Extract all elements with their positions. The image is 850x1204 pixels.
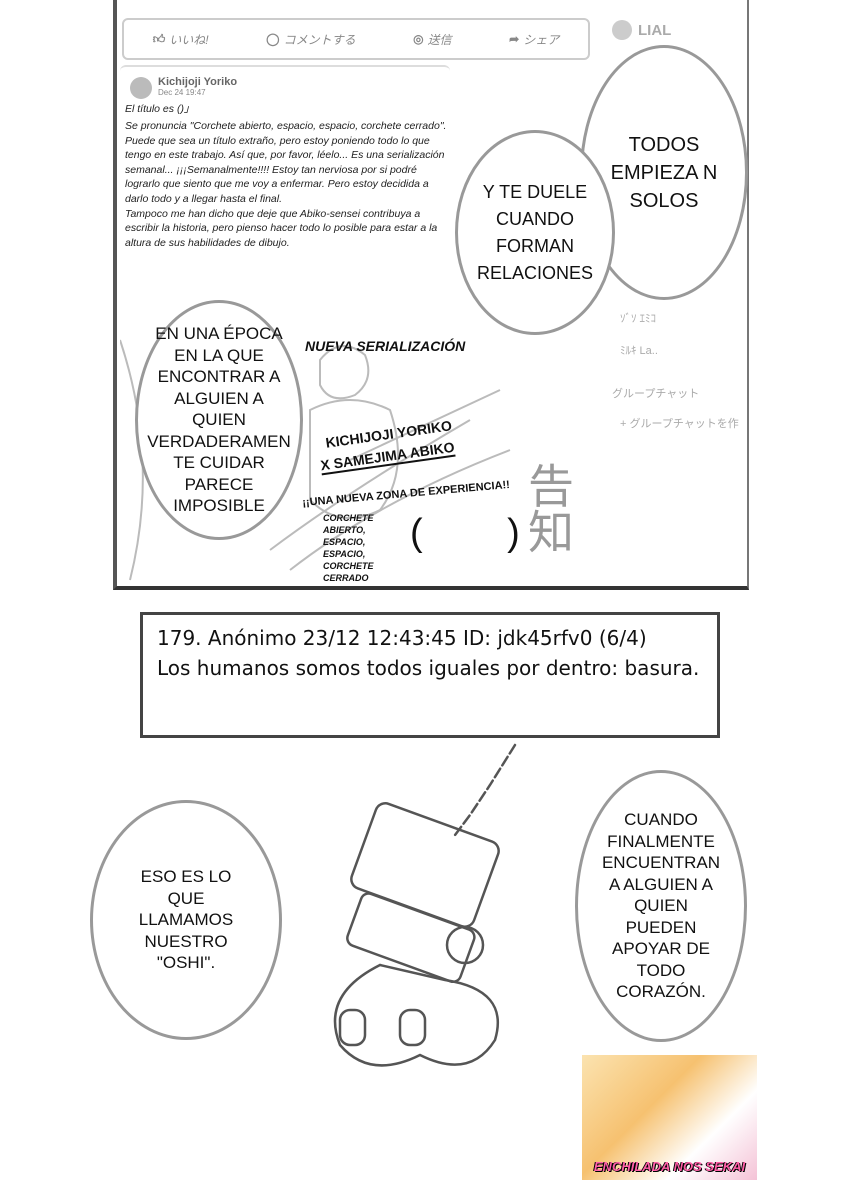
forum-post-caption: 179. Anónimo 23/12 12:43:45 ID: jdk45rfv…	[140, 612, 720, 738]
avatar	[130, 77, 152, 99]
sidebar-header: LIAL	[638, 21, 672, 39]
send-button[interactable]: ◎送信	[413, 31, 452, 48]
thumbs-up-icon: 👍︎	[152, 31, 166, 46]
like-button[interactable]: 👍︎いいね!	[153, 31, 209, 48]
like-label: いいね!	[169, 32, 209, 47]
share-button[interactable]: ➦シェア	[509, 31, 559, 48]
caption-text: Los humanos somos todos iguales por dent…	[157, 656, 700, 680]
bubble-text: EN UNA ÉPOCA EN LA QUE ENCONTRAR A ALGUI…	[147, 324, 291, 516]
bubble-text: Y TE DUELE CUANDO FORMAN RELACIONES	[476, 181, 594, 283]
share-label: シェア	[523, 32, 560, 47]
caption-header: 179. Anónimo 23/12 12:43:45 ID: jdk45rfv…	[157, 626, 647, 650]
bubble-text: CUANDO FINALMENTE ENCUENTRAN A ALGUIEN A…	[601, 810, 721, 1002]
comment-label: コメントする	[283, 32, 356, 47]
screen-panel	[113, 0, 749, 590]
logo-text: ENCHILADA NOS SEKAI	[593, 1159, 746, 1174]
speech-bubble-duele: Y TE DUELE CUANDO FORMAN RELACIONES	[455, 130, 615, 335]
post-action-bar: 👍︎いいね! ◯コメントする ◎送信 ➦シェア	[122, 18, 590, 60]
speech-bubble-oshi: ESO ES LO QUE LLAMAMOS NUESTRO "OSHI".	[90, 800, 282, 1040]
scanlation-logo: ENCHILADA NOS SEKAI	[582, 1055, 757, 1180]
sidebar-avatar	[612, 20, 632, 40]
bubble-text: TODOS EMPIEZA N SOLOS	[610, 133, 718, 212]
speech-bubble-cuando: CUANDO FINALMENTE ENCUENTRAN A ALGUIEN A…	[575, 770, 747, 1042]
send-label: 送信	[427, 32, 452, 47]
post-body: Se pronuncia "Corchete abierto, espacio,…	[125, 120, 447, 249]
post-date: Dec 24 19:47	[158, 88, 206, 97]
send-icon: ◎	[413, 32, 424, 46]
comment-icon: ◯	[266, 32, 280, 46]
contact-item[interactable]: ﾐﾙｷ La..	[620, 345, 658, 357]
group-chat-label: グループチャット	[612, 388, 700, 400]
post-card: Kichijoji Yoriko Dec 24 19:47 El título …	[120, 65, 450, 287]
chain	[453, 743, 517, 837]
poster-sketch: 告知	[120, 339, 575, 581]
contact-item[interactable]: ｿﾞｿ ｴﾐｺ	[620, 313, 657, 325]
serialization-poster: 告知 NUEVA SERIALIZACIÓN KICHIJOJI YORIKO …	[120, 300, 580, 588]
share-icon: ➦	[509, 32, 520, 46]
post-author[interactable]: Kichijoji Yoriko	[158, 76, 238, 88]
kanji-mark: 告知	[521, 462, 575, 554]
poster-title-symbol: ( )	[410, 512, 520, 554]
comment-button[interactable]: ◯コメントする	[266, 31, 355, 48]
sidebar: LIAL ｿﾞｿ ｴﾐｺ ﾐﾙｷ La.. グループチャット + グループチャッ…	[612, 20, 747, 430]
poster-title-note: CORCHETE ABIERTO, ESPACIO, ESPACIO, CORC…	[323, 513, 374, 583]
create-group-chat-button[interactable]: + グループチャットを作	[620, 418, 739, 430]
poster-heading: NUEVA SERIALIZACIÓN	[305, 338, 466, 354]
post-title: El título es ()」	[125, 103, 195, 115]
bubble-text: ESO ES LO QUE LLAMAMOS NUESTRO "OSHI".	[138, 867, 234, 973]
kanji-text: 告知	[521, 462, 575, 554]
speech-bubble-epoca: EN UNA ÉPOCA EN LA QUE ENCONTRAR A ALGUI…	[135, 300, 303, 540]
heart-keychain-drawing	[333, 743, 517, 1067]
